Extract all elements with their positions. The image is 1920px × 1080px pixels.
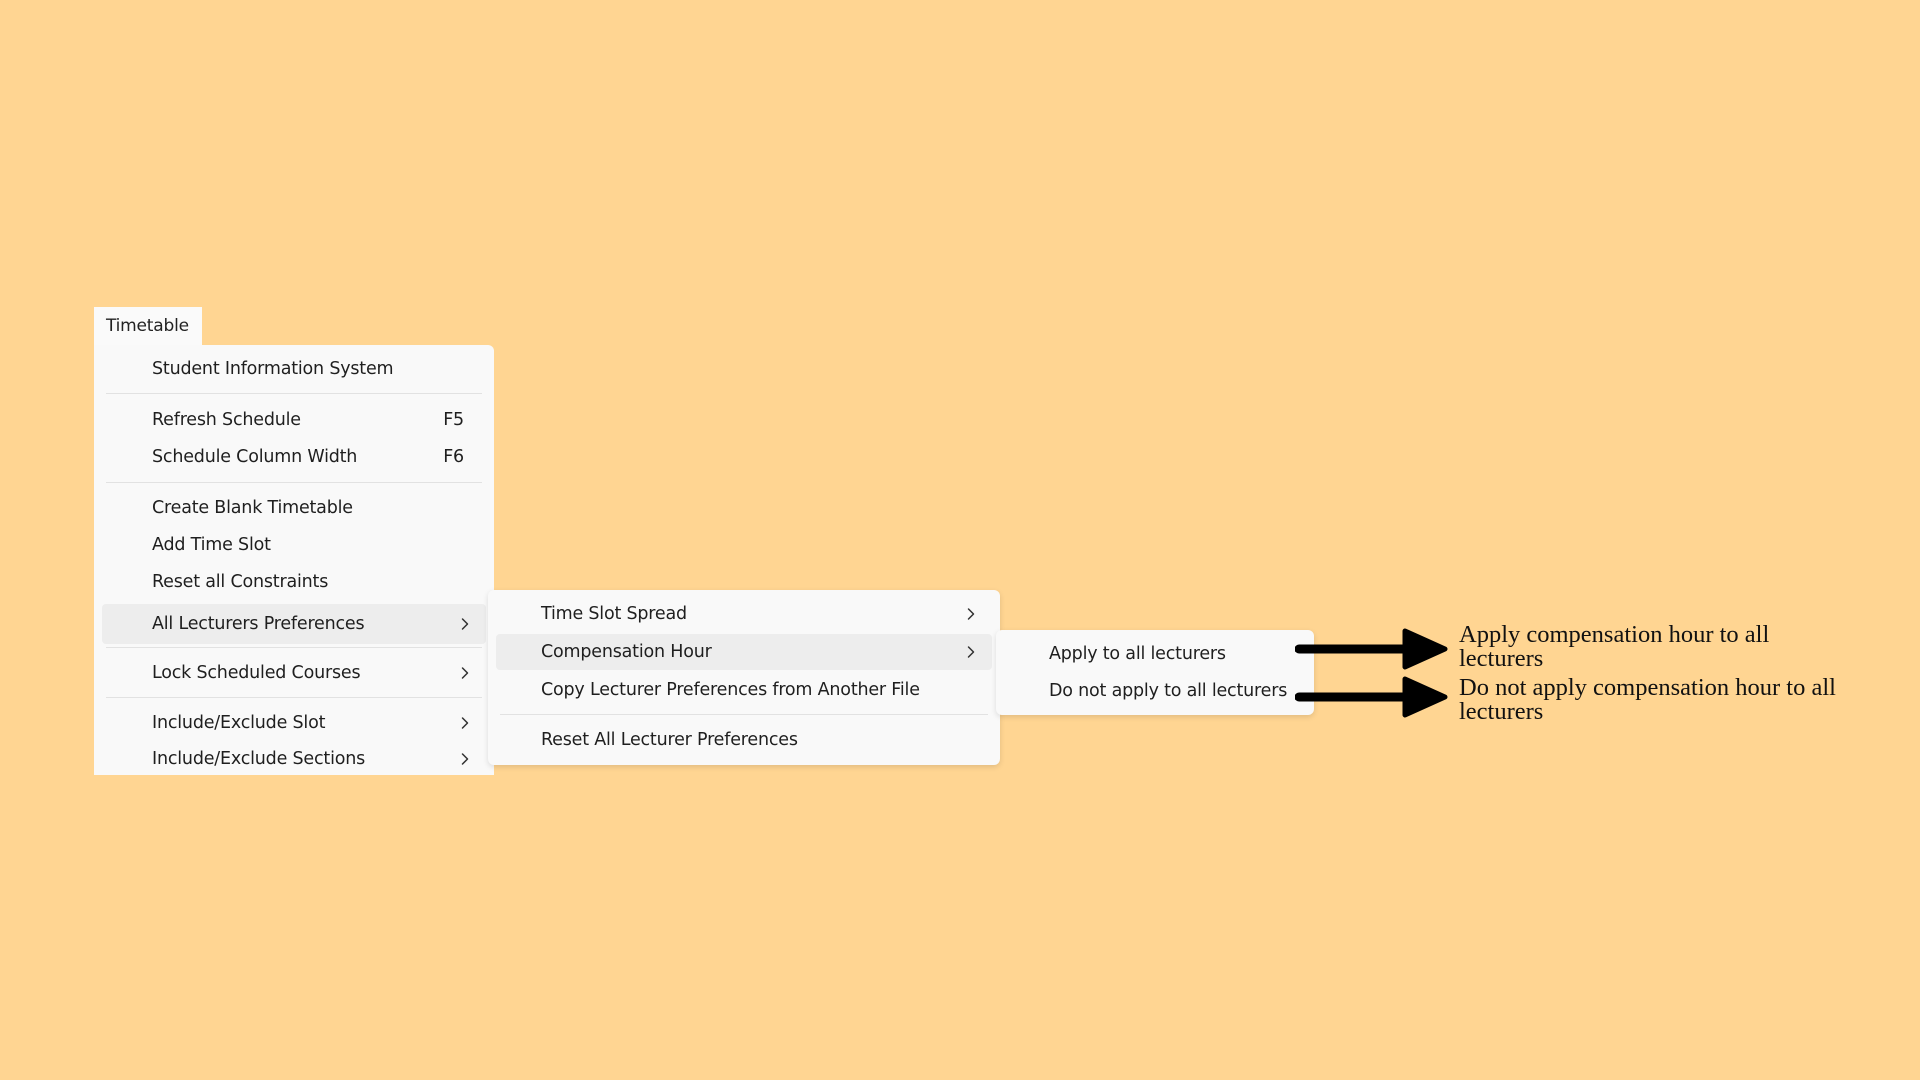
menu-item-schedule-column-width[interactable]: Schedule Column Width F6 (102, 439, 486, 475)
chevron-right-icon (461, 667, 469, 679)
chevron-right-icon (461, 717, 469, 729)
menu-item-include-exclude-slot[interactable]: Include/Exclude Slot (102, 705, 486, 741)
menu-item-label: Reset all Constraints (152, 572, 329, 592)
lecturers-preferences-submenu: Time Slot Spread Compensation Hour Copy … (488, 590, 1000, 765)
menu-item-add-time-slot[interactable]: Add Time Slot (102, 527, 486, 563)
menu-item-all-lecturers-preferences[interactable]: All Lecturers Preferences (102, 604, 486, 644)
menu-item-label: Schedule Column Width (152, 447, 358, 467)
menu-item-reset-all-constraints[interactable]: Reset all Constraints (102, 564, 486, 600)
chevron-right-icon (461, 618, 469, 630)
menu-item-compensation-hour[interactable]: Compensation Hour (496, 634, 992, 670)
menu-item-label: Include/Exclude Sections (152, 749, 366, 769)
menu-item-label: Reset All Lecturer Preferences (541, 730, 798, 750)
arrow-right-icon (1295, 628, 1448, 670)
menu-item-label: All Lecturers Preferences (152, 614, 365, 634)
menu-separator (500, 714, 988, 715)
chevron-right-icon (461, 753, 469, 765)
menu-item-lock-scheduled-courses[interactable]: Lock Scheduled Courses (102, 655, 486, 691)
menu-separator (106, 647, 482, 648)
menu-item-label: Add Time Slot (152, 535, 271, 555)
annotation-apply: Apply compensation hour to all lecturers (1459, 621, 1770, 672)
menu-item-create-blank-timetable[interactable]: Create Blank Timetable (102, 490, 486, 526)
shortcut-f5: F5 (443, 410, 464, 430)
menu-item-label: Time Slot Spread (541, 604, 687, 624)
timetable-menu: Student Information System Refresh Sched… (94, 345, 494, 775)
menubar-timetable[interactable]: Timetable (94, 307, 202, 345)
menu-item-label: Lock Scheduled Courses (152, 663, 361, 683)
menu-item-apply-to-all-lecturers[interactable]: Apply to all lecturers (1004, 636, 1306, 672)
menu-item-label: Include/Exclude Slot (152, 713, 326, 733)
menu-separator (106, 482, 482, 483)
menu-separator (106, 393, 482, 394)
menu-item-label: Copy Lecturer Preferences from Another F… (541, 680, 920, 700)
arrow-right-icon (1295, 676, 1448, 718)
chevron-right-icon (967, 608, 975, 620)
menu-item-label: Do not apply to all lecturers (1049, 681, 1288, 701)
menu-item-include-exclude-sections[interactable]: Include/Exclude Sections (102, 741, 486, 777)
shortcut-f6: F6 (443, 447, 464, 467)
menu-item-copy-lecturer-preferences[interactable]: Copy Lecturer Preferences from Another F… (496, 672, 992, 708)
annotation-do-not-apply: Do not apply compensation hour to all le… (1459, 674, 1836, 725)
menu-item-label: Student Information System (152, 359, 394, 379)
menu-item-time-slot-spread[interactable]: Time Slot Spread (496, 596, 992, 632)
menu-item-reset-all-lecturer-preferences[interactable]: Reset All Lecturer Preferences (496, 722, 992, 758)
menu-separator (106, 697, 482, 698)
chevron-right-icon (967, 646, 975, 658)
menu-item-label: Create Blank Timetable (152, 498, 353, 518)
compensation-hour-submenu: Apply to all lecturers Do not apply to a… (996, 630, 1314, 715)
menu-item-label: Compensation Hour (541, 642, 712, 662)
menu-item-refresh-schedule[interactable]: Refresh Schedule F5 (102, 402, 486, 438)
menu-item-label: Refresh Schedule (152, 410, 301, 430)
menu-item-student-information-system[interactable]: Student Information System (102, 351, 486, 387)
menu-item-label: Apply to all lecturers (1049, 644, 1226, 664)
menu-item-do-not-apply-to-all-lecturers[interactable]: Do not apply to all lecturers (1004, 673, 1306, 709)
